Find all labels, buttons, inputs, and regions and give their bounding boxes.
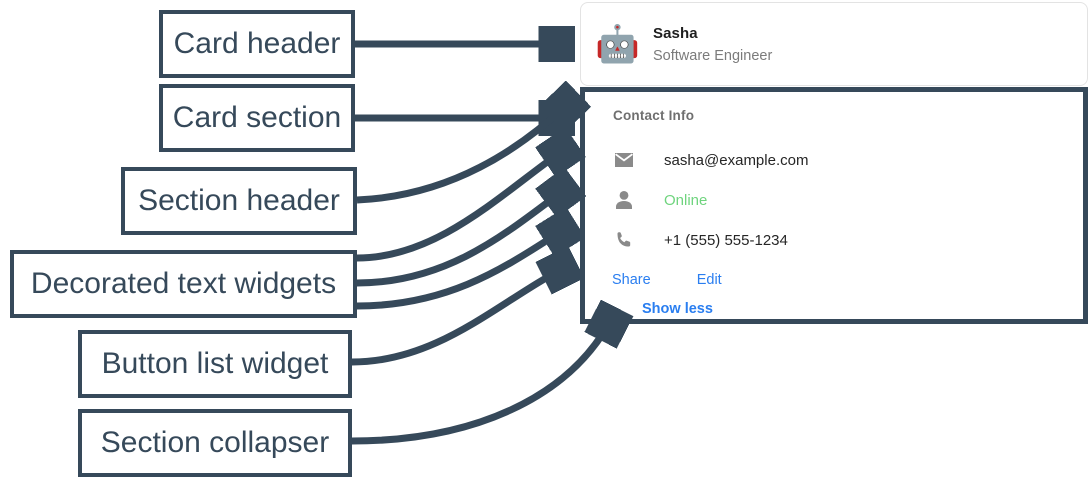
decorated-text-row-email: sasha@example.com	[613, 140, 1083, 180]
decorated-text-row-phone: +1 (555) 555-1234	[613, 220, 1083, 260]
annotation-decorated-text-label: Decorated text widgets	[30, 267, 337, 300]
card-section-content: Contact Info sasha@example.com	[585, 92, 1083, 318]
annotation-card-section-label: Card section	[172, 101, 342, 134]
annotation-card-section: Card section	[159, 84, 355, 152]
section-collapser-button[interactable]: Show less	[642, 301, 713, 317]
card: 🤖 Sasha Software Engineer Contact Info s…	[580, 2, 1088, 324]
arrow-section-collapser	[351, 316, 613, 445]
card-header-title: Sasha	[653, 24, 698, 42]
annotation-card-header-label: Card header	[173, 27, 341, 60]
arrow-button-list	[351, 266, 568, 366]
button-list-widget: Share Edit	[612, 272, 1083, 288]
annotation-section-header: Section header	[121, 167, 357, 235]
annotation-button-list: Button list widget	[78, 330, 352, 398]
decorated-text-email: sasha@example.com	[664, 151, 809, 169]
card-header-subtitle: Software Engineer	[653, 47, 773, 64]
section-header: Contact Info	[613, 108, 695, 123]
arrow-decorated-text-3	[356, 227, 568, 310]
decorated-text-status: Online	[664, 191, 708, 209]
edit-button[interactable]: Edit	[696, 272, 722, 288]
email-icon	[613, 149, 635, 171]
arrow-decorated-text-1	[356, 147, 568, 262]
phone-icon	[613, 229, 635, 251]
annotation-section-collapser: Section collapser	[78, 409, 352, 477]
decorated-text-row-status: Online	[613, 180, 1083, 220]
person-icon	[613, 189, 635, 211]
annotation-decorated-text: Decorated text widgets	[10, 250, 357, 318]
card-header: 🤖 Sasha Software Engineer	[580, 2, 1088, 86]
annotation-section-header-label: Section header	[138, 184, 340, 217]
annotation-section-collapser-label: Section collapser	[100, 426, 330, 459]
annotation-card-header: Card header	[159, 10, 355, 78]
robot-emoji-icon: 🤖	[595, 23, 640, 64]
share-button[interactable]: Share	[612, 272, 651, 288]
card-section: Contact Info sasha@example.com	[580, 87, 1088, 324]
annotation-button-list-label: Button list widget	[101, 347, 329, 380]
arrow-decorated-text-2	[356, 187, 568, 287]
decorated-text-phone: +1 (555) 555-1234	[664, 231, 788, 249]
card-header-text: Sasha Software Engineer	[653, 25, 772, 64]
arrow-section-header	[356, 100, 572, 204]
